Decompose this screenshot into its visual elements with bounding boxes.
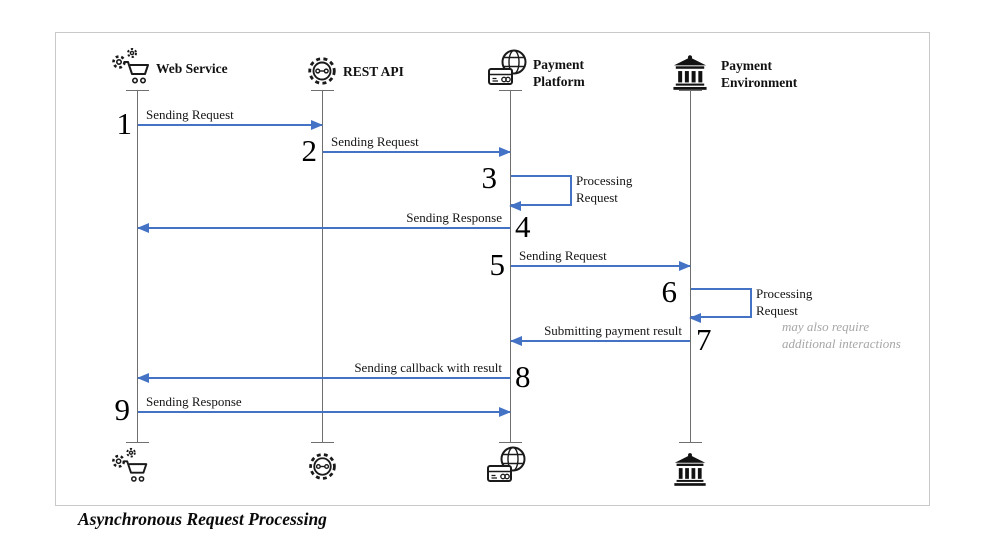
lifeline-tick [679, 90, 702, 91]
actor-web-service: Web Service [156, 61, 228, 76]
card-globe-icon [485, 48, 531, 90]
card-globe-icon [484, 445, 530, 487]
message-label: Sending callback with result [354, 360, 502, 375]
lifeline-tick [679, 442, 702, 443]
actor-rest-api: REST API [343, 64, 404, 79]
note-text: may also require additional interactions [782, 319, 901, 351]
cart-gears-icon [110, 46, 154, 90]
arrowhead-left-icon [689, 313, 701, 323]
message-label: Processing Request [756, 286, 813, 318]
lifeline-tick [311, 90, 334, 91]
message-5: Sending Request [511, 248, 691, 271]
lifeline-tick [126, 90, 149, 91]
message-4: Sending Response [137, 210, 510, 233]
step-number: 3 [481, 160, 498, 195]
arrowhead-right-icon [499, 407, 511, 417]
bank-icon [671, 54, 709, 90]
lifeline-web-service [137, 90, 138, 443]
message-label: Sending Request [519, 248, 607, 263]
actor-payment-environment: Payment Environment [721, 58, 798, 90]
message-label: Sending Response [146, 394, 242, 409]
arrow-line [511, 265, 690, 267]
message-label: Processing Request [576, 173, 633, 205]
arrowhead-right-icon [499, 147, 511, 157]
step-number: 1 [116, 106, 133, 141]
actor-payment-platform: Payment Platform [533, 57, 585, 89]
lifeline-tick [499, 90, 522, 91]
arrow-line [138, 227, 510, 229]
step-number: 6 [661, 274, 678, 309]
bank-icon [672, 452, 708, 486]
message-7: Submitting payment result [510, 323, 690, 346]
message-label: Submitting payment result [544, 323, 682, 338]
message-label: Sending Request [331, 134, 419, 149]
arrow-line [323, 151, 510, 153]
arrowhead-right-icon [679, 261, 691, 271]
lifeline-payment-platform [510, 90, 511, 443]
arrowhead-left-icon [509, 201, 521, 211]
arrow-line [511, 340, 690, 342]
lifeline-rest-api [322, 90, 323, 443]
diagram-caption: Asynchronous Request Processing [78, 509, 327, 529]
api-gear-icon [306, 450, 339, 483]
step-number: 2 [301, 133, 318, 168]
arrow-line [138, 411, 510, 413]
arrowhead-right-icon [311, 120, 323, 130]
message-3-self-loop [509, 175, 572, 211]
step-number: 4 [515, 209, 531, 244]
step-number: 5 [489, 247, 506, 282]
step-number: 7 [696, 322, 712, 357]
arrowhead-left-icon [137, 373, 149, 383]
message-6-self-loop [689, 288, 752, 323]
api-gear-icon [305, 54, 339, 88]
step-number: 9 [114, 392, 131, 427]
arrowhead-left-icon [137, 223, 149, 233]
message-1: Sending Request [138, 107, 323, 130]
cart-gears-icon [110, 446, 152, 488]
message-label: Sending Response [406, 210, 502, 225]
arrow-line [138, 377, 510, 379]
lifeline-tick [311, 442, 334, 443]
lifeline-tick [499, 442, 522, 443]
message-8: Sending callback with result [137, 360, 510, 383]
arrowhead-left-icon [510, 336, 522, 346]
message-9: Sending Response [138, 394, 511, 417]
message-2: Sending Request [323, 134, 511, 157]
message-label: Sending Request [146, 107, 234, 122]
arrow-line [138, 124, 322, 126]
lifeline-tick [126, 442, 149, 443]
step-number: 8 [515, 359, 531, 394]
diagram-frame [55, 32, 930, 506]
